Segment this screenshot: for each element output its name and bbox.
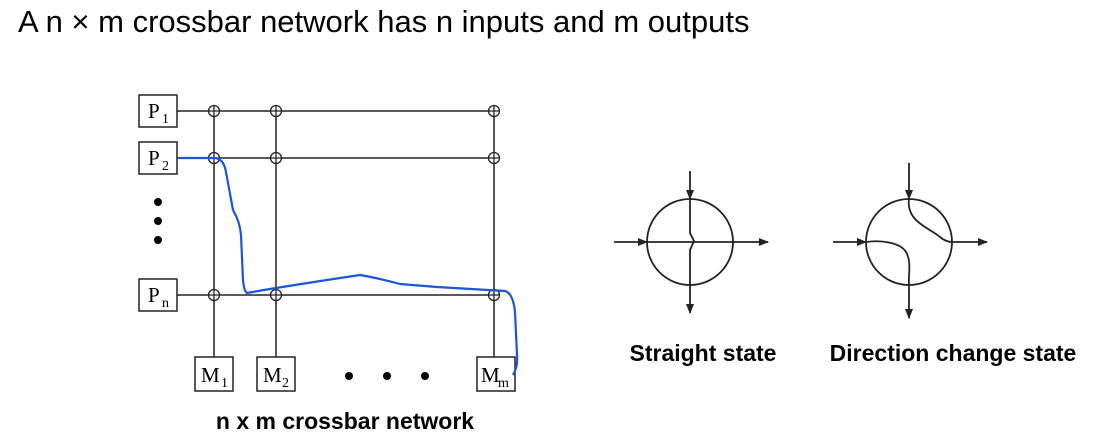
output-m2-letter: M: [263, 363, 282, 387]
direction-change-state-switch: [833, 163, 988, 319]
input-p1: P 1: [138, 94, 178, 128]
output-m2-sub: 2: [282, 376, 289, 391]
crossbar-grid: [177, 110, 495, 357]
connection-path: [179, 156, 519, 376]
crosspoint-switches: [207, 104, 501, 302]
output-m2: M 2: [256, 356, 296, 392]
crosspoint-switch: [269, 104, 283, 118]
output-m1: M 1: [194, 356, 234, 392]
output-m1-sub: 1: [221, 376, 228, 391]
input-p2: P 2: [138, 141, 178, 175]
input-p2-letter: P: [148, 146, 160, 170]
output-m1-letter: M: [201, 363, 220, 387]
crosspoint-switch: [487, 288, 501, 302]
input-pn-letter: P: [148, 283, 160, 307]
input-p2-sub: 2: [162, 159, 169, 174]
output-mm-letter: M: [481, 363, 500, 387]
crosspoint-switch: [207, 104, 221, 118]
output-mm-sub: m: [498, 376, 509, 391]
straight-state-caption: Straight state: [630, 340, 777, 366]
horizontal-ellipsis: [345, 372, 429, 380]
vertical-ellipsis: [154, 198, 162, 244]
input-p1-sub: 1: [162, 112, 169, 127]
crossbar-caption: n x m crossbar network: [216, 408, 474, 434]
crosspoint-switch: [269, 151, 283, 165]
crosspoint-switch: [269, 288, 283, 302]
output-mm: M m: [476, 356, 516, 392]
crosspoint-switch: [487, 151, 501, 165]
input-pn-sub: n: [162, 296, 169, 311]
straight-state-switch: [614, 171, 769, 314]
direction-change-state-caption: Direction change state: [830, 340, 1077, 366]
crosspoint-switch: [207, 288, 221, 302]
input-p1-letter: P: [148, 99, 160, 123]
page-title: A n × m crossbar network has n inputs an…: [18, 4, 750, 39]
input-pn: P n: [138, 278, 178, 312]
crosspoint-switch: [487, 104, 501, 118]
